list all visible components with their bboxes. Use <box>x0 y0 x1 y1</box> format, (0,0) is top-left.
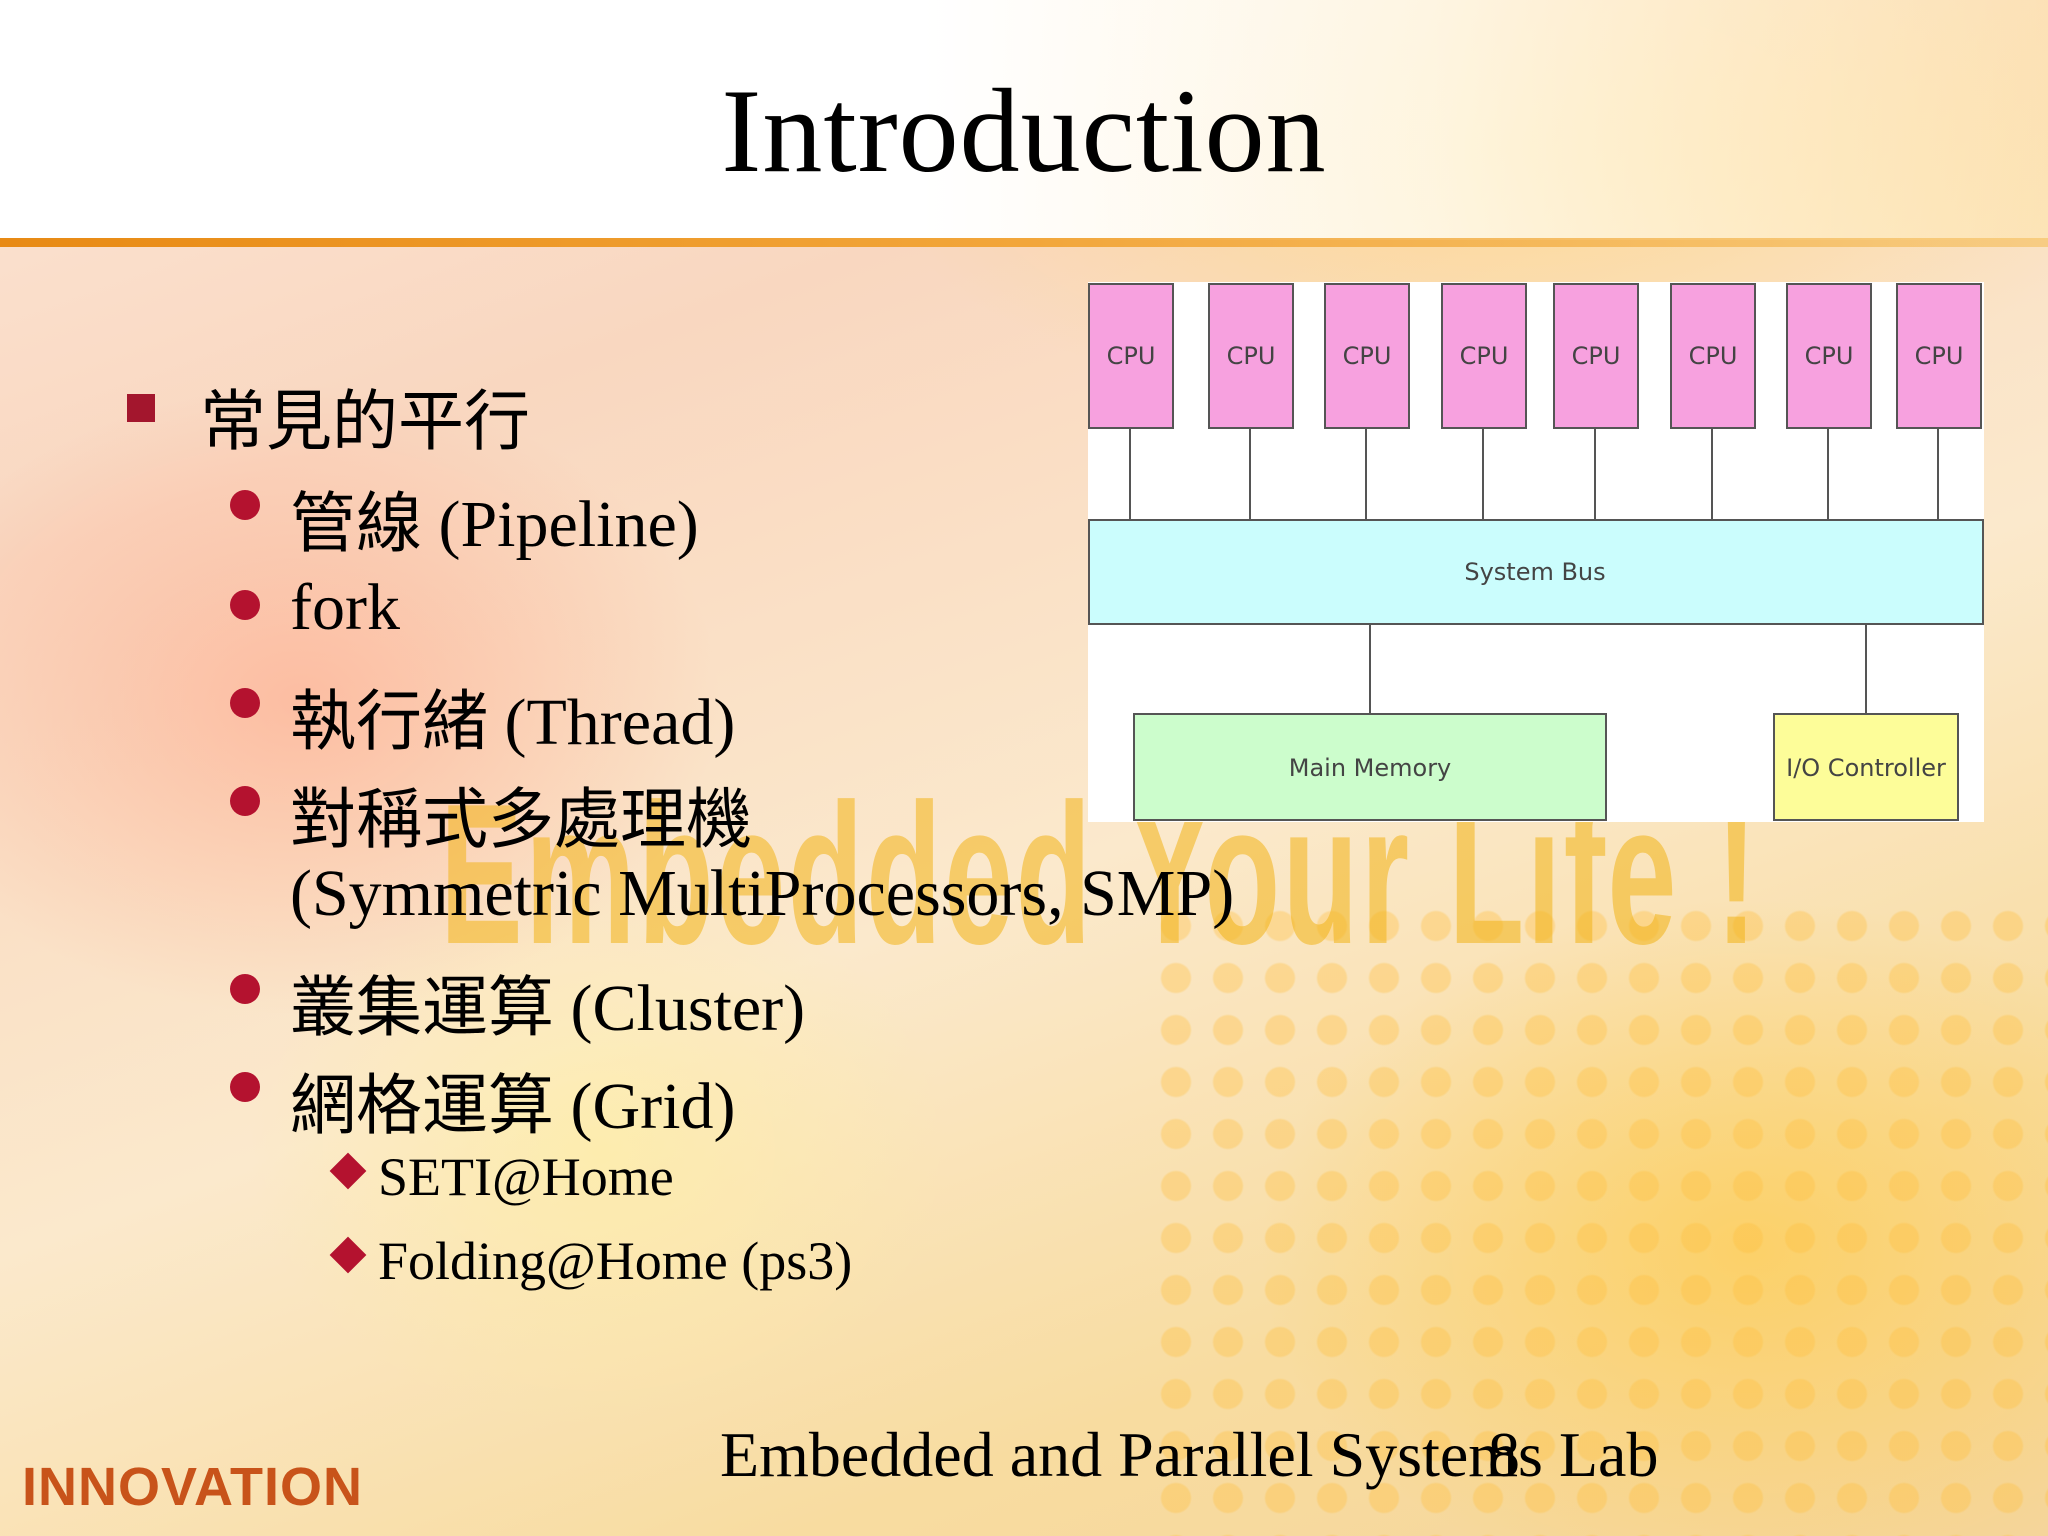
cpu-box <box>1324 283 1410 429</box>
page-number: 8 <box>1488 1419 1520 1490</box>
sub-item-seti: SETI@Home <box>378 1147 674 1207</box>
title-band <box>0 0 2048 240</box>
footer-lab-name: Embedded and Parallel Systems Lab <box>720 1419 1659 1490</box>
main-memory-box <box>1133 713 1607 821</box>
connector-lines <box>1129 428 1939 714</box>
cpu-label: CPU <box>1343 342 1392 370</box>
cpu-box <box>1441 283 1527 429</box>
cpu-box <box>1786 283 1872 429</box>
sub-item-folding: Folding@Home (ps3) <box>378 1231 853 1291</box>
io-controller-label: I/O Controller <box>1786 754 1946 782</box>
diagram-canvas: CPU CPU CPU CPU CPU CPU CPU CPU System Bus Main… <box>1088 283 1984 821</box>
cpu-label: CPU <box>1689 342 1738 370</box>
list-item-fork: fork <box>290 571 400 644</box>
dot-bullet-icon <box>230 974 260 1004</box>
square-bullet-icon <box>127 394 155 422</box>
dot-bullet-icon <box>230 1072 260 1102</box>
list-item-pipeline: 管線 (Pipeline) <box>290 488 699 561</box>
smp-architecture-diagram: CPU CPU CPU CPU CPU CPU CPU CPU System Bus Main… <box>1088 282 1984 822</box>
system-bus-box <box>1088 519 1984 625</box>
list-item-smp-continued: (Symmetric MultiProcessors, SMP) <box>290 857 1235 930</box>
dot-bullet-icon <box>230 490 260 520</box>
list-item-smp: 對稱式多處理機 <box>290 784 752 857</box>
dot-bullet-icon <box>230 786 260 816</box>
cpu-box <box>1896 283 1982 429</box>
cpu-label: CPU <box>1805 342 1854 370</box>
main-bullet: 常見的平行 <box>200 386 530 459</box>
list-item-cluster: 叢集運算 (Cluster) <box>290 972 806 1045</box>
list-item-grid: 網格運算 (Grid) <box>290 1070 736 1143</box>
title-underline <box>0 238 2048 247</box>
cpu-box <box>1553 283 1639 429</box>
cpu-label: CPU <box>1227 342 1276 370</box>
cpu-box <box>1208 283 1294 429</box>
diamond-bullet-icon <box>329 1236 367 1274</box>
cpu-label: CPU <box>1572 342 1621 370</box>
cpu-label: CPU <box>1915 342 1964 370</box>
background-dot-pattern <box>1150 900 2048 1536</box>
cpu-row: CPU CPU CPU CPU CPU CPU CPU CPU <box>1088 283 1982 429</box>
list-item-thread: 執行緒 (Thread) <box>290 686 736 759</box>
slide-title: Introduction <box>721 64 1327 197</box>
dot-bullet-icon <box>230 590 260 620</box>
cpu-box <box>1088 283 1174 429</box>
io-controller-box <box>1773 713 1959 821</box>
innovation-logo: INNOVATION <box>22 1457 363 1517</box>
cpu-label: CPU <box>1107 342 1156 370</box>
dot-bullet-icon <box>230 688 260 718</box>
cpu-box <box>1670 283 1756 429</box>
main-memory-label: Main Memory <box>1289 754 1452 782</box>
cpu-label: CPU <box>1460 342 1509 370</box>
system-bus-label: System Bus <box>1464 558 1605 586</box>
diamond-bullet-icon <box>329 1152 367 1190</box>
